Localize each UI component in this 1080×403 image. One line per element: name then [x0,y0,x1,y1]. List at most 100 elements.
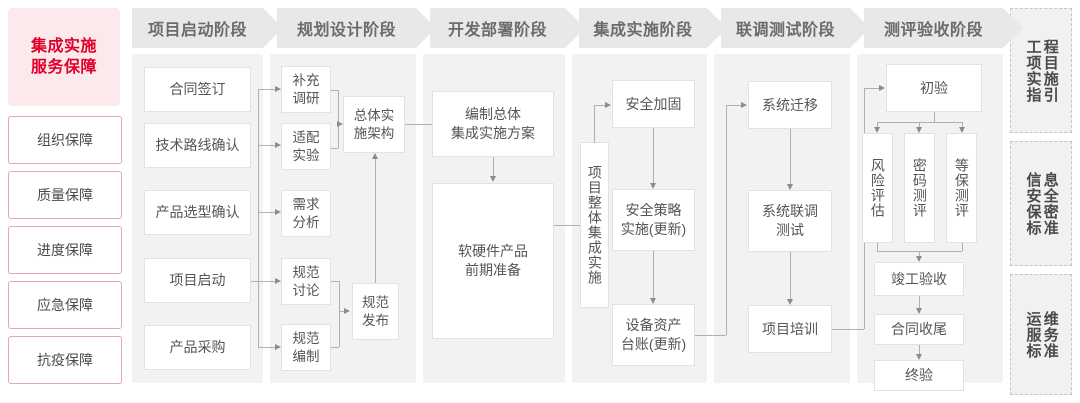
arrow-to-system-migration [741,101,747,108]
node-line-1: 设备资产 [625,317,682,333]
node-spec-drafting[interactable]: 规范编制 [281,324,331,371]
node-contract-signing[interactable]: 合同签订 [144,67,251,112]
node-contract-closeout[interactable]: 合同收尾 [874,314,964,345]
node-security-hardening[interactable]: 安全加固 [612,80,695,128]
conn-bus-branch-5 [258,347,278,348]
rail-item-organization[interactable]: 组织保障 [8,116,122,164]
stage-chevron-2 [416,8,440,48]
rail-item-progress[interactable]: 进度保障 [8,226,122,274]
legend-item-security-standard[interactable]: 息全密准 信安保标 [1010,141,1072,266]
legend-item-engineering-guide[interactable]: 程目施引 工项实指 [1010,8,1072,133]
conn-fanin-left [877,243,878,251]
arrow-to-spec-drafting [275,343,281,350]
conn-policy-to-ledger [653,251,654,298]
conn-merge-bottom [339,281,340,347]
rail-item-emergency[interactable]: 应急保障 [8,281,122,329]
node-spec-release[interactable]: 规范发布 [352,283,399,340]
arrow-to-spec-release [344,307,350,314]
conn-fanout-left [877,122,878,127]
node-spec-discussion[interactable]: 规范讨论 [281,258,331,305]
conn-initial-down [934,112,935,122]
arrow-down-to-policy [649,183,656,189]
stage-chevron-3 [565,8,589,48]
rail-item-epidemic[interactable]: 抗疫保障 [8,336,122,384]
node-final-acceptance[interactable]: 终验 [874,360,964,391]
node-line-2: 调研 [292,90,320,106]
conn-migration-to-test [790,129,791,184]
conn-sr-out [331,90,338,91]
stage-header-1[interactable]: 项目启动阶段 [132,8,263,48]
node-product-purchase[interactable]: 产品采购 [144,325,251,370]
node-line-2: 发布 [362,312,389,328]
node-supplement-research[interactable]: 补充调研 [281,66,331,113]
node-line-2: 测试 [776,222,804,238]
node-project-kickoff[interactable]: 项目启动 [144,258,251,303]
conn-fanout-mid [919,122,920,127]
node-line-1: 规范 [292,330,320,346]
node-line-2: 前期准备 [465,262,521,278]
conn-fanout-right [962,122,963,127]
stage-chevron-4 [707,8,731,48]
node-overall-architecture[interactable]: 总体实施架构 [343,96,405,153]
conn-merge-bottom-out [339,311,345,312]
conn-to-initial-acceptance [864,88,881,89]
arrow-down-to-final-acceptance [915,354,922,360]
node-adaptation-test[interactable]: 适配实验 [281,123,331,170]
conn-prep-to-integration [554,225,584,226]
rail-item-quality[interactable]: 质量保障 [8,171,122,219]
node-system-migration[interactable]: 系统迁移 [748,81,832,129]
node-line-1: 编制总体 [465,106,521,122]
node-requirement-analysis[interactable]: 需求分析 [281,190,331,237]
arrow-to-spec-discussion [275,277,281,284]
node-line-1: 总体实 [353,107,395,123]
arrow-to-initial-acceptance [879,84,885,91]
conn-sd-out [331,281,339,282]
conn-integration-to-hardening [594,105,607,106]
arrow-down-to-joint-test [786,184,793,190]
stage-header-5[interactable]: 联调测试阶段 [721,8,850,48]
node-completion-acceptance[interactable]: 竣工验收 [874,262,964,296]
node-risk-assessment[interactable]: 风险评估 [862,133,893,243]
node-asset-ledger[interactable]: 设备资产台账(更新) [612,304,695,366]
conn-to-system-migration [726,105,743,106]
node-project-training[interactable]: 项目培训 [748,305,832,353]
legend-col-right: 息全密准 [1041,171,1059,236]
node-initial-acceptance[interactable]: 初验 [886,64,982,112]
node-cryptography-evaluation[interactable]: 密码测评 [904,133,935,243]
stage-header-4[interactable]: 集成实施阶段 [579,8,707,48]
node-line-1: 需求 [292,196,320,212]
conn-bus-branch-1 [258,89,278,90]
conn-bus-branch-3 [258,212,278,213]
guarantee-rail: 集成实施 服务保障 组织保障 质量保障 进度保障 应急保障 抗疫保障 [8,8,122,395]
node-overall-project-integration[interactable]: 项目整体集成实施 [580,142,609,308]
stage-header-3[interactable]: 开发部署阶段 [430,8,565,48]
node-overall-integration-plan[interactable]: 编制总体集成实施方案 [432,91,554,157]
arrow-down-to-mlps [958,127,965,133]
arrow-up-to-architecture [371,153,378,159]
node-tech-route-confirm[interactable]: 技术路线确认 [144,123,251,168]
legend-col-left: 运服标 [1024,310,1042,359]
node-security-policy-implementation[interactable]: 安全策略实施(更新) [612,189,695,251]
node-mlps-evaluation[interactable]: 等保测评 [946,133,977,243]
arrow-down-to-cryptography [915,127,922,133]
node-line-2: 实验 [292,147,320,163]
rail-title-line2: 服务保障 [30,59,97,76]
arrow-to-overall-architecture [337,120,343,127]
node-line-1: 系统联调 [762,203,818,219]
conn-fanin-down [919,251,920,256]
node-system-joint-test[interactable]: 系统联调测试 [748,190,832,252]
node-line-2: 讨论 [292,282,320,298]
node-product-selection[interactable]: 产品选型确认 [144,190,251,235]
conn-plan-to-prep [493,157,494,176]
legend-item-ops-standard[interactable]: 维务准 运服标 [1010,274,1072,395]
stage-header-2[interactable]: 规划设计阶段 [277,8,416,48]
conn-bus-down-5 [258,281,259,347]
conn-training-out [832,329,864,330]
stage-chevron-6 [1003,8,1027,48]
conn-ledger-out [695,335,726,336]
conn-bus-vertical [258,89,259,281]
arrow-down-to-completion-acceptance [915,256,922,262]
node-hw-sw-preparation[interactable]: 软硬件产品前期准备 [432,183,554,339]
stage-header-6[interactable]: 测评验收阶段 [864,8,1003,48]
arrow-down-to-preparation [489,176,496,182]
